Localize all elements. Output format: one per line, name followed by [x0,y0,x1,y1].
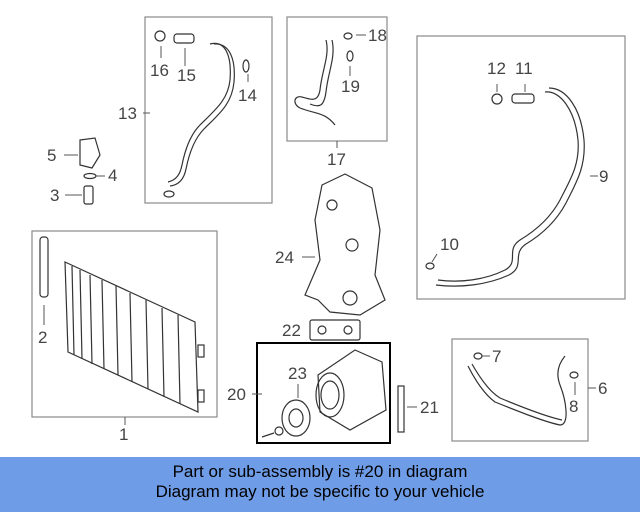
callout-22: 22 [282,321,301,340]
parts-diagram: 1 2 3 4 5 6 7 8 9 10 11 12 13 14 15 16 1… [31,16,626,444]
callout-6: 6 [598,379,607,398]
callout-4: 4 [108,166,117,185]
callout-23: 23 [288,364,307,383]
callout-16: 16 [150,61,169,80]
suction-hose-drawing [154,30,250,198]
box-1-condenser-group [31,230,218,418]
callout-21: 21 [420,398,439,417]
compressor-bracket-drawing [304,173,386,341]
callout-8: 8 [569,397,578,416]
bolt-21 [397,385,405,433]
box-9-line-group [416,35,626,300]
callout-17: 17 [327,150,346,169]
callout-5: 5 [47,146,56,165]
liquid-line-drawing [425,87,585,287]
callout-14: 14 [238,86,257,105]
callout-12: 12 [487,59,506,78]
callout-3: 3 [50,186,59,205]
compressor-drawing [261,349,387,438]
callout-18: 18 [368,26,387,45]
callout-9: 9 [599,167,608,186]
callout-15: 15 [177,66,196,85]
info-banner: Part or sub-assembly is #20 in diagram D… [0,457,640,512]
box-6-line-group [451,338,589,442]
hose-assembly-6-drawing [467,352,579,426]
box-13-hose-group [144,16,273,204]
callout-20: 20 [227,385,246,404]
banner-line-2: Diagram may not be specific to your vehi… [155,482,485,501]
box-20-compressor-group [256,342,391,444]
condenser-drawing [39,236,205,413]
small-parts-3-4-5 [79,137,101,205]
callout-1: 1 [119,425,128,444]
discharge-hose-drawing [294,32,354,126]
callout-24: 24 [275,248,294,267]
callout-2: 2 [38,328,47,347]
callout-19: 19 [341,77,360,96]
banner-line-1: Part or sub-assembly is #20 in diagram [172,462,468,481]
callout-13: 13 [118,104,137,123]
callout-10: 10 [440,235,459,254]
callout-7: 7 [492,347,501,366]
callout-11: 11 [515,59,533,78]
